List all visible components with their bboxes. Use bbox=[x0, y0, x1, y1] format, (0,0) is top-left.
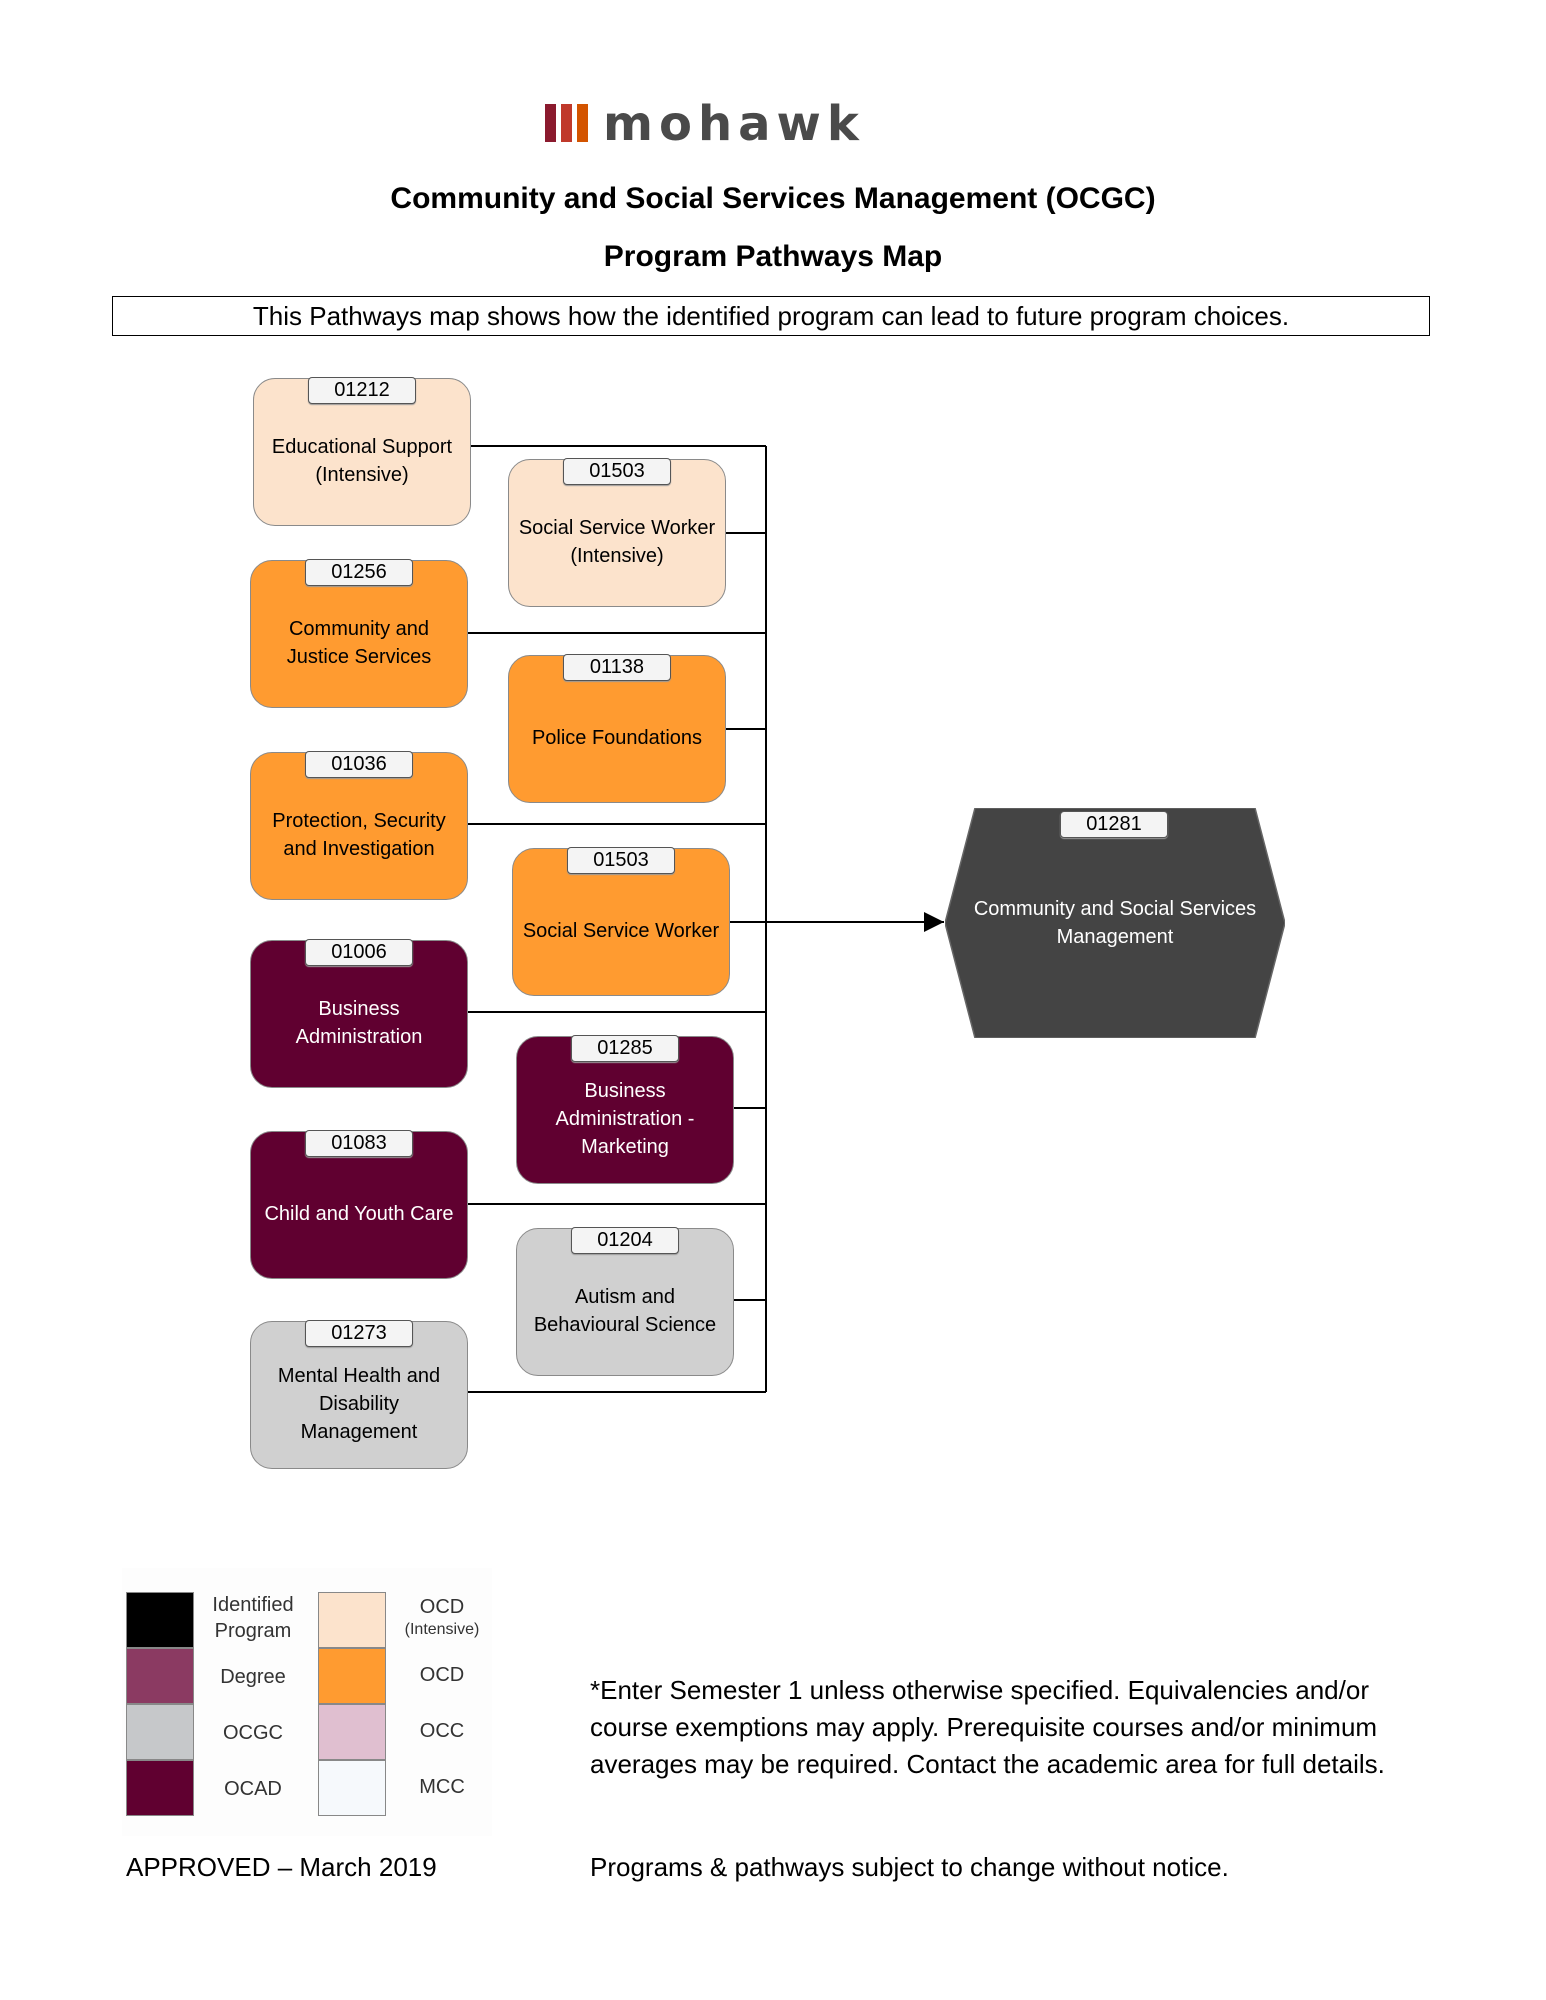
program-node[interactable]: 01212 Educational Support (Intensive) bbox=[253, 377, 471, 526]
program-node[interactable]: 01285 Business Administration - Marketin… bbox=[516, 1035, 734, 1184]
program-code: 01006 bbox=[305, 939, 413, 966]
program-name: Social Service Worker (Intensive) bbox=[518, 517, 716, 567]
page-subtitle: Program Pathways Map bbox=[603, 240, 943, 273]
page-title: Community and Social Services Management… bbox=[390, 182, 1156, 215]
approval-date: APPROVED – March 2019 bbox=[126, 1852, 437, 1882]
program-name: Educational Support (Intensive) bbox=[271, 436, 453, 486]
legend-swatch-identified bbox=[126, 1592, 194, 1648]
intro-text: This Pathways map shows how the identifi… bbox=[112, 296, 1430, 336]
program-node[interactable]: 01036 Protection, Security and Investiga… bbox=[250, 751, 468, 900]
entry-note: *Enter Semester 1 unless otherwise speci… bbox=[590, 1675, 1385, 1779]
program-name: Mental Health and Disability Management bbox=[277, 1365, 441, 1443]
program-code: 01204 bbox=[571, 1227, 679, 1254]
program-code: 01212 bbox=[308, 377, 416, 404]
legend-label-degree: Degree bbox=[220, 1666, 286, 1688]
mohawk-logo: mohawk bbox=[545, 98, 985, 148]
legend-swatch-ocgc bbox=[126, 1704, 194, 1760]
program-code: 01273 bbox=[305, 1320, 413, 1347]
program-code: 01285 bbox=[571, 1035, 679, 1062]
legend-label-ocgc: OCGC bbox=[223, 1722, 283, 1744]
program-node[interactable]: 01138 Police Foundations bbox=[508, 654, 726, 803]
program-name: Protection, Security and Investigation bbox=[272, 810, 446, 860]
legend-swatch-degree bbox=[126, 1648, 194, 1704]
legend-swatch-ocd-intensive bbox=[318, 1592, 386, 1648]
program-name: Autism and Behavioural Science bbox=[533, 1286, 717, 1336]
legend-label-ocd-intensive: OCD (Intensive) bbox=[404, 1596, 480, 1638]
program-node[interactable]: 01256 Community and Justice Services bbox=[250, 559, 468, 708]
program-code: 01503 bbox=[567, 847, 675, 874]
legend-label-mcc: MCC bbox=[419, 1776, 465, 1798]
identified-program-hexagon[interactable] bbox=[945, 808, 1285, 1038]
program-node[interactable]: 01503 Social Service Worker bbox=[512, 847, 730, 996]
disclaimer: Programs & pathways subject to change wi… bbox=[590, 1852, 1229, 1882]
identified-program-code: 01281 bbox=[1060, 811, 1168, 838]
legend-swatch-ocd bbox=[318, 1648, 386, 1704]
program-code: 01036 bbox=[305, 751, 413, 778]
program-name: Business Administration bbox=[295, 998, 423, 1048]
program-name: Police Foundations bbox=[531, 727, 703, 749]
program-node[interactable]: 01503 Social Service Worker (Intensive) bbox=[508, 458, 726, 607]
program-node[interactable]: 01273 Mental Health and Disability Manag… bbox=[250, 1320, 468, 1469]
legend-swatch-mcc bbox=[318, 1760, 386, 1816]
legend-label-ocd: OCD bbox=[419, 1664, 465, 1686]
program-code: 01256 bbox=[305, 559, 413, 586]
program-code: 01503 bbox=[563, 458, 671, 485]
legend-swatch-ocad bbox=[126, 1760, 194, 1816]
legend-label-ocad: OCAD bbox=[224, 1778, 282, 1800]
identified-program-name: Community and Social Services Management bbox=[973, 898, 1257, 948]
program-name: Community and Justice Services bbox=[286, 618, 432, 668]
program-node[interactable]: 01083 Child and Youth Care bbox=[250, 1130, 468, 1279]
program-name: Business Administration - Marketing bbox=[555, 1080, 695, 1158]
program-node[interactable]: 01204 Autism and Behavioural Science bbox=[516, 1227, 734, 1376]
legend: Identified Program OCD (Intensive) Degre… bbox=[122, 1568, 492, 1836]
legend-label-identified: Identified Program bbox=[212, 1594, 294, 1642]
program-name: Social Service Worker bbox=[522, 920, 720, 942]
program-node[interactable]: 01006 Business Administration bbox=[250, 939, 468, 1088]
logo-text: mohawk bbox=[603, 98, 865, 148]
legend-label-occ: OCC bbox=[419, 1720, 465, 1742]
program-code: 01083 bbox=[305, 1130, 413, 1157]
program-name: Child and Youth Care bbox=[264, 1203, 454, 1225]
legend-swatch-occ bbox=[318, 1704, 386, 1760]
program-code: 01138 bbox=[563, 654, 671, 681]
